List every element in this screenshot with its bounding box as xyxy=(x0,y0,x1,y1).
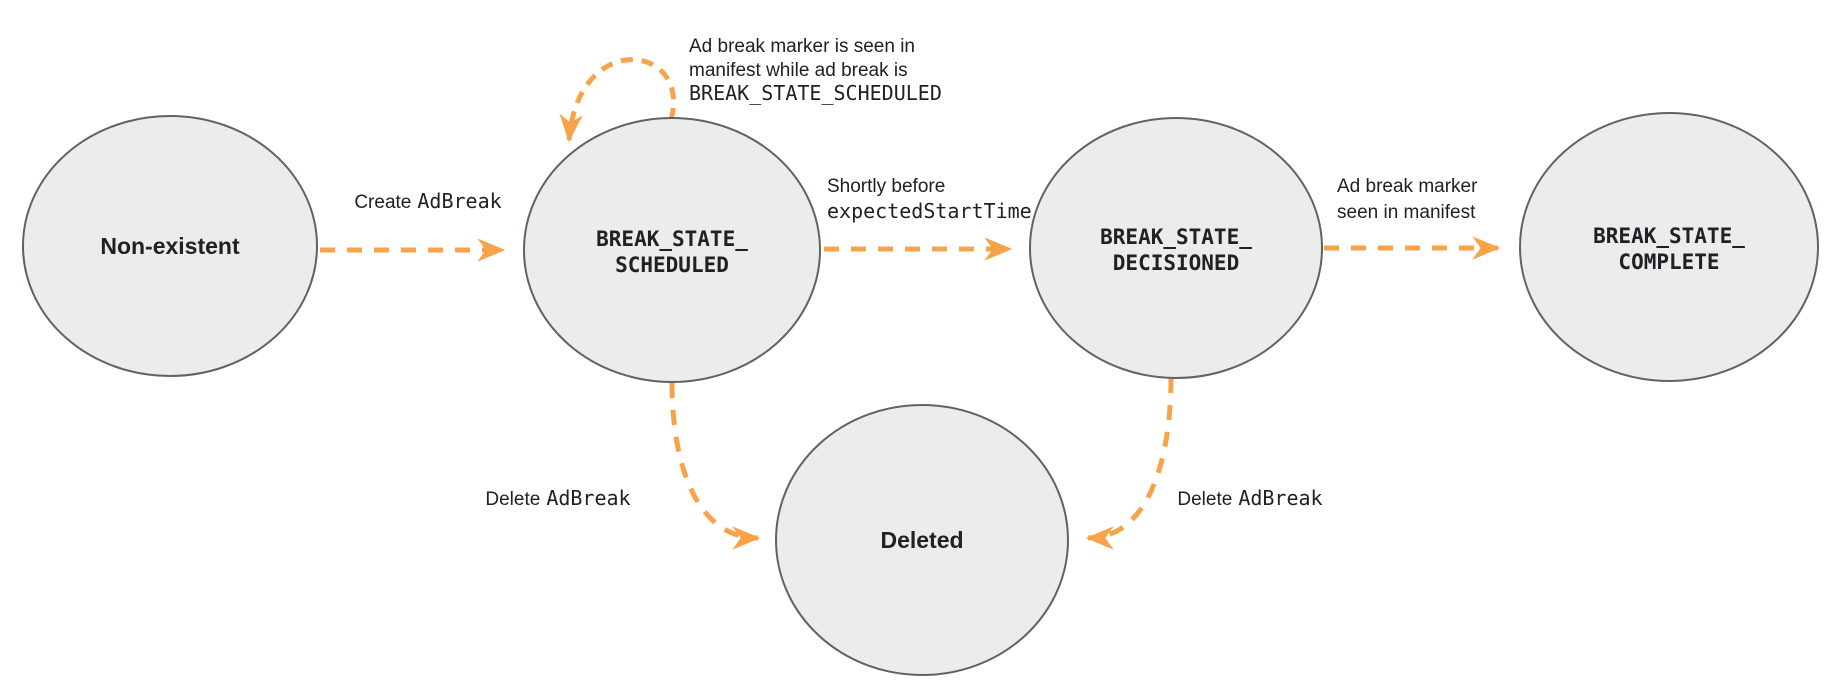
node-break-state-complete: BREAK_STATE_ COMPLETE xyxy=(1519,112,1819,382)
edge-label-create-code: AdBreak xyxy=(417,189,501,213)
edge-label-create-adbreak: Create AdBreak xyxy=(354,189,501,213)
edge-label-self-loop-line2: manifest while ad break is xyxy=(689,60,908,81)
edge-label-delete-scheduled-code: AdBreak xyxy=(546,486,630,510)
edge-label-delete-scheduled: Delete AdBreak xyxy=(485,486,630,510)
node-break-state-scheduled: BREAK_STATE_ SCHEDULED xyxy=(523,117,821,383)
edge-label-marker-seen-line1: Ad break marker xyxy=(1337,176,1478,197)
node-circle xyxy=(1519,112,1819,382)
node-decisioned-label-line1: BREAK_STATE_ xyxy=(1100,225,1252,249)
edge-delete-from-scheduled xyxy=(669,382,761,550)
edge-label-delete-scheduled-text: Delete xyxy=(485,489,540,510)
node-scheduled-label-line1: BREAK_STATE_ xyxy=(596,227,748,251)
node-non-existent: Non-existent xyxy=(22,115,318,377)
edges-layer xyxy=(320,57,1501,550)
edge-delete-from-decisioned xyxy=(1085,377,1174,550)
edge-self-loop-scheduled xyxy=(559,57,676,143)
edge-label-marker-seen: Ad break marker seen in manifest xyxy=(1337,176,1478,223)
node-decisioned-label-line2: DECISIONED xyxy=(1113,251,1239,275)
edge-label-shortly-before-line2: expectedStartTime xyxy=(827,199,1032,223)
node-circle xyxy=(775,404,1069,676)
node-deleted-label: Deleted xyxy=(880,527,963,553)
node-complete-label-line1: BREAK_STATE_ xyxy=(1593,224,1745,248)
node-circle xyxy=(523,117,821,383)
edge-label-create-text: Create xyxy=(354,192,411,213)
edge-label-delete-decisioned-text: Delete xyxy=(1177,489,1232,510)
edge-label-marker-seen-line2: seen in manifest xyxy=(1337,202,1476,223)
nodes-layer: Non-existent BREAK_STATE_ SCHEDULED BREA… xyxy=(22,112,1819,676)
edge-label-delete-decisioned: Delete AdBreak xyxy=(1177,486,1322,510)
node-circle xyxy=(1029,117,1323,379)
node-non-existent-label: Non-existent xyxy=(100,233,240,259)
edge-label-shortly-before-line1: Shortly before xyxy=(827,176,945,197)
node-complete-label-line2: COMPLETE xyxy=(1618,250,1719,274)
edge-label-self-loop-line3: BREAK_STATE_SCHEDULED xyxy=(689,81,942,105)
node-circle xyxy=(22,115,318,377)
edge-label-self-loop-line1: Ad break marker is seen in xyxy=(689,36,915,57)
node-scheduled-label-line2: SCHEDULED xyxy=(615,253,729,277)
node-break-state-decisioned: BREAK_STATE_ DECISIONED xyxy=(1029,117,1323,379)
edge-label-self-loop: Ad break marker is seen in manifest whil… xyxy=(689,36,942,105)
edge-label-shortly-before: Shortly before expectedStartTime xyxy=(827,176,1032,223)
node-deleted: Deleted xyxy=(775,404,1069,676)
edge-label-delete-decisioned-code: AdBreak xyxy=(1238,486,1322,510)
